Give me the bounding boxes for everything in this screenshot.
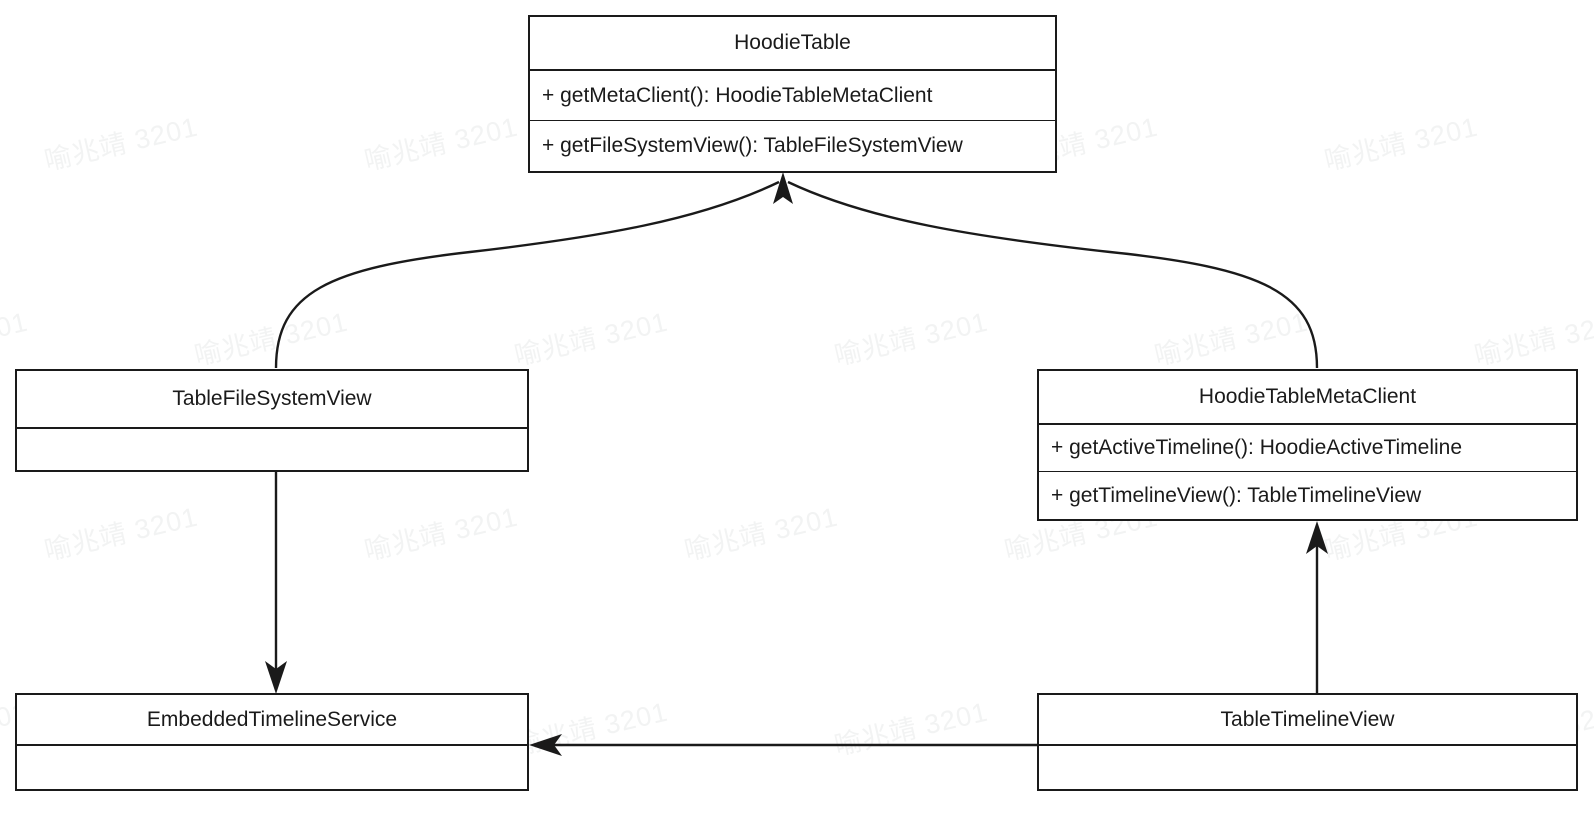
watermark-tile: 喻兆靖 3201 [511, 306, 671, 372]
connector-tablefilesystemview-to-hoodietable [274, 180, 780, 369]
class-member: + getTimelineView(): TableTimelineView [1051, 483, 1422, 507]
watermark-tile: 喻兆靖 3201 [191, 306, 351, 372]
watermark-tile: 喻兆靖 3201 [1151, 306, 1311, 372]
watermark-tile: 喻兆靖 3201 [511, 696, 671, 762]
class-box-hoodie-table-meta-client[interactable]: HoodieTableMetaClient + getActiveTimelin… [1037, 369, 1578, 521]
class-member: + getMetaClient(): HoodieTableMetaClient [530, 71, 1055, 121]
class-box-table-file-system-view[interactable]: TableFileSystemView [15, 369, 529, 472]
watermark-tile: 喻兆靖 3201 [1471, 306, 1594, 372]
class-box-table-timeline-view[interactable]: TableTimelineView [1037, 693, 1578, 791]
watermark-tile: 喻兆靖 3201 [0, 306, 31, 371]
watermark-tile: 喻兆靖 3201 [1321, 111, 1481, 177]
watermark-tile: 喻兆靖 3201 [361, 111, 521, 177]
class-name-hoodie-table: HoodieTable [530, 17, 1055, 71]
class-members-table-timeline-view [1039, 746, 1576, 789]
class-member: + getActiveTimeline(): HoodieActiveTimel… [1039, 425, 1576, 472]
watermark-tile: 喻兆靖 3201 [41, 501, 201, 567]
class-name-hoodie-table-meta-client: HoodieTableMetaClient [1039, 371, 1576, 425]
class-members-table-file-system-view [17, 429, 527, 470]
class-box-embedded-timeline-service[interactable]: EmbeddedTimelineService [15, 693, 529, 791]
watermark-tile: 喻兆靖 3201 [361, 501, 521, 567]
class-name-table-file-system-view: TableFileSystemView [17, 371, 527, 429]
class-box-hoodie-table[interactable]: HoodieTable + getMetaClient(): HoodieTab… [528, 15, 1057, 173]
arrowhead-into-embeddedtimelineservice-top [265, 661, 287, 694]
arrowhead-into-hoodietable [773, 172, 793, 204]
class-members-hoodie-table-meta-client: + getActiveTimeline(): HoodieActiveTimel… [1039, 425, 1576, 519]
class-member: + getFileSystemView(): TableFileSystemVi… [542, 134, 963, 157]
class-members-embedded-timeline-service [17, 746, 527, 789]
watermark-tile: 喻兆靖 3201 [831, 696, 991, 762]
connector-hoodietablemetaclient-to-hoodietable [787, 180, 1319, 369]
watermark-tile: 喻兆靖 3201 [681, 501, 841, 567]
arrowhead-into-hoodietablemetaclient [1306, 521, 1328, 554]
class-members-hoodie-table: + getMetaClient(): HoodieTableMetaClient… [530, 71, 1055, 171]
class-name-table-timeline-view: TableTimelineView [1039, 695, 1576, 746]
class-name-embedded-timeline-service: EmbeddedTimelineService [17, 695, 527, 746]
watermark-tile: 喻兆靖 3201 [41, 111, 201, 177]
arrowhead-into-embeddedtimelineservice-right [529, 734, 562, 756]
watermark-tile: 喻兆靖 3201 [831, 306, 991, 372]
